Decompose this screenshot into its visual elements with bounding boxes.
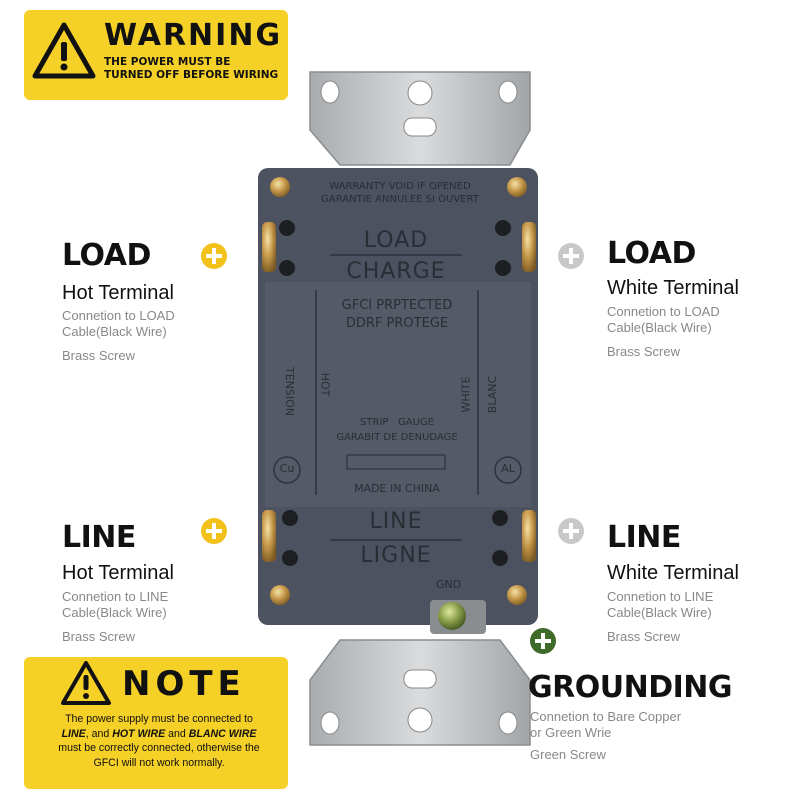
device-made-in: MADE IN CHINA — [354, 482, 440, 495]
line-hot-title: LINE — [62, 520, 136, 555]
warranty-line-2: GARANTIE ANNULEE SI OUVERT — [321, 194, 479, 205]
mounting-strap-bottom — [309, 639, 531, 746]
note-line-text: and — [165, 727, 189, 740]
warning-triangle-icon — [61, 661, 111, 705]
plus-icon — [201, 243, 227, 269]
device-load-label: LOAD — [363, 228, 429, 253]
device-al-mark: AL — [501, 462, 515, 475]
plus-icon — [558, 243, 584, 269]
line-white-desc-1: Connetion to LINE — [607, 589, 714, 604]
device-white-label: WHITE — [459, 376, 473, 413]
device-gfci-line-2: DDRF PROTEGE — [345, 316, 449, 331]
line-white-screw: Brass Screw — [607, 629, 680, 644]
plus-icon — [530, 628, 556, 654]
device-line-label: LINE — [369, 509, 423, 534]
warning-triangle-icon — [32, 22, 96, 79]
note-line-3: must be correctly connected, otherwise t… — [58, 742, 260, 754]
device-garabit: GARABIT DE DENUDAGE — [336, 432, 458, 443]
load-white-desc-2: Cable(Black Wire) — [607, 320, 712, 335]
device-cu-mark: Cu — [279, 462, 295, 475]
device-gfci-line-1: GFCI PRPTECTED — [341, 298, 453, 313]
note-line-emphasis: BLANC WIRE — [188, 727, 257, 740]
grounding-title: GROUNDING — [528, 670, 733, 705]
line-hot-screw: Brass Screw — [62, 629, 135, 644]
load-hot-subtitle: Hot Terminal — [62, 282, 174, 304]
load-hot-screw: Brass Screw — [62, 348, 135, 363]
device-tension-label: TENSION — [283, 366, 297, 417]
line-hot-desc-2: Cable(Black Wire) — [62, 605, 167, 620]
note-line-1: The power supply must be connected to — [65, 713, 253, 725]
note-title: NOTE — [122, 664, 246, 704]
load-white-subtitle: White Terminal — [607, 277, 739, 299]
note-box — [24, 657, 288, 789]
ground-screw — [430, 600, 486, 634]
note-text: The power supply must be connected to LI… — [34, 712, 284, 770]
note-line-text: , and — [85, 727, 113, 740]
device-gnd-label: GND — [436, 578, 462, 591]
note-line-emphasis: HOT WIRE — [112, 727, 166, 740]
line-hot-desc-1: Connetion to LINE — [62, 589, 169, 604]
load-hot-desc-2: Cable(Black Wire) — [62, 324, 167, 339]
device-body — [258, 168, 538, 634]
line-white-desc-2: Cable(Black Wire) — [607, 605, 712, 620]
grounding-desc-1: Connetion to Bare Copper — [530, 709, 682, 724]
device-strip-gauge: STRIP GAUGE — [360, 417, 434, 428]
grounding-desc-2: or Green Wrie — [530, 725, 612, 740]
device-blanc-label: BLANC — [486, 375, 500, 414]
note-line-4: GFCI will not work normally. — [93, 756, 225, 769]
warning-text: THE POWER MUST BE TURNED OFF BEFORE WIRI… — [104, 56, 278, 82]
warning-line-2: TURNED OFF BEFORE WIRING — [104, 69, 279, 81]
load-hot-title: LOAD — [62, 238, 151, 273]
load-hot-desc-1: Connetion to LOAD — [62, 308, 175, 323]
plus-icon — [201, 518, 227, 544]
warning-title: WARNING — [104, 18, 283, 53]
line-white-subtitle: White Terminal — [607, 562, 739, 584]
line-white-title: LINE — [607, 520, 681, 555]
warranty-line-1: WARRANTY VOID IF OPENED — [329, 181, 471, 192]
device-hot-label: HOT — [318, 372, 332, 397]
line-hot-subtitle: Hot Terminal — [62, 562, 174, 584]
load-white-desc-1: Connetion to LOAD — [607, 304, 720, 319]
load-white-title: LOAD — [607, 236, 696, 271]
load-white-screw: Brass Screw — [607, 344, 680, 359]
note-line-2: LINE, and HOT WIRE and BLANC WIRE — [34, 727, 284, 742]
warning-line-1: THE POWER MUST BE — [104, 56, 231, 68]
device-charge-label: CHARGE — [346, 259, 446, 284]
device-ligne-label: LIGNE — [360, 543, 432, 568]
note-line-emphasis: LINE — [61, 727, 86, 740]
plus-icon — [558, 518, 584, 544]
mounting-strap-top — [309, 71, 531, 166]
grounding-screw: Green Screw — [530, 747, 606, 762]
